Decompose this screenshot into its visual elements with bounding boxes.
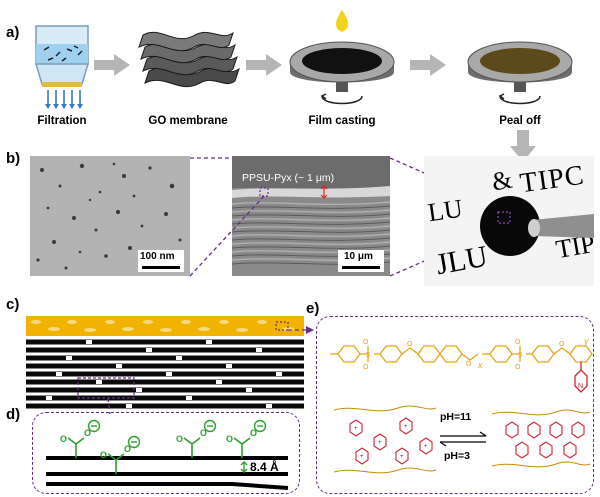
svg-text:O: O [84, 428, 91, 438]
filtration-apparatus-icon [34, 25, 90, 109]
sem-scale-box: 10 μm [338, 250, 384, 272]
arrow-right-icon [410, 54, 446, 76]
interlayer-distance-label: 8.4 Å [250, 460, 279, 474]
ph-switch-schematic: + + + + + + [333, 405, 591, 474]
svg-text:O: O [60, 434, 67, 444]
step-peal-off-label: Peal off [499, 115, 541, 127]
tem-scale-label: 100 nm [140, 251, 175, 262]
svg-text:+: + [360, 454, 364, 460]
arrow-right-icon [246, 54, 282, 76]
tem-image: 100 nm [30, 156, 190, 276]
svg-text:+: + [354, 426, 358, 432]
svg-text:S: S [518, 352, 523, 359]
tem-scale-box: 100 nm [138, 250, 184, 272]
panel-label-e: e) [306, 300, 320, 317]
svg-text:O: O [515, 339, 521, 346]
step-filtration-label: Filtration [37, 115, 87, 127]
sem-cross-section-image: PPSU-Pyx (~ 1 μm) 10 μm [232, 156, 390, 276]
svg-text:O: O [100, 450, 107, 460]
ppsu-pyx-structure: OOS OOS OOO xy N [330, 336, 593, 393]
go-membrane-icon [138, 31, 240, 88]
svg-text:+: + [404, 424, 408, 430]
svg-text:O: O [466, 361, 472, 368]
panel-label-d: d) [6, 406, 21, 423]
svg-text:+: + [400, 454, 404, 460]
svg-text:O: O [226, 434, 233, 444]
membrane-disk [480, 196, 594, 256]
step-go-membrane-label: GO membrane [148, 115, 228, 127]
panel-label-b: b) [6, 150, 21, 167]
svg-text:O: O [559, 341, 565, 348]
ph-high-label: pH=11 [440, 411, 472, 423]
svg-text:y: y [583, 336, 589, 346]
arrow-down-icon [510, 130, 536, 162]
panel-label-a: a) [6, 24, 20, 41]
svg-text:O: O [407, 341, 413, 348]
svg-text:O: O [200, 428, 207, 438]
go-interlayer-diagram: O O O O O O O O [46, 419, 289, 490]
tem-scale-bar [142, 266, 180, 269]
svg-text:O: O [515, 364, 521, 371]
membrane-photo: & TIPC LU JLU TIP [424, 156, 594, 286]
panel-e-box [316, 316, 594, 494]
layered-structure-diagram [26, 316, 304, 409]
svg-text:O: O [363, 364, 369, 371]
peal-off-disk-icon [467, 41, 573, 105]
arrow-right-icon [94, 54, 130, 76]
zoom-connectors-cde [107, 326, 314, 415]
svg-text:O: O [250, 428, 257, 438]
svg-text:O: O [363, 339, 369, 346]
svg-text:S: S [366, 352, 371, 359]
droplet-icon [336, 10, 348, 32]
sem-film-label: PPSU-Pyx (~ 1 μm) [242, 172, 335, 184]
panel-d-box [32, 412, 300, 494]
svg-text:+: + [378, 440, 382, 446]
svg-text:+: + [424, 444, 428, 450]
svg-text:O: O [176, 434, 183, 444]
svg-text:O: O [124, 444, 131, 454]
svg-text:x: x [477, 360, 483, 370]
sem-scale-bar [342, 266, 380, 269]
svg-text:N: N [578, 383, 583, 390]
step-film-casting-label: Film casting [308, 115, 376, 127]
sem-scale-label: 10 μm [344, 251, 373, 262]
ph-low-label: pH=3 [444, 450, 470, 462]
panel-label-c: c) [6, 296, 20, 313]
film-casting-disk-icon [289, 10, 395, 105]
